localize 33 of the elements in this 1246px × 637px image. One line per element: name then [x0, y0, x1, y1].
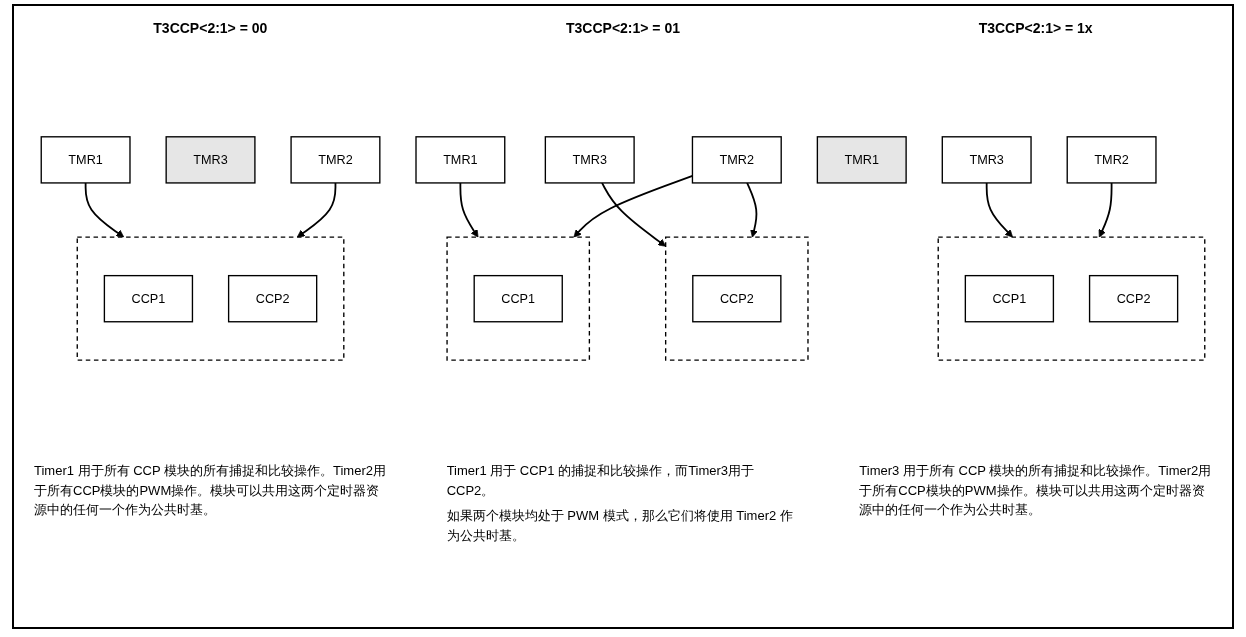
node-box: CCP2	[227, 274, 318, 323]
description-text: Timer1 用于所有 CCP 模块的所有捕捉和比较操作。Timer2用于所有CCP模块的PWM操作。模块可以共用这两个定时器资源中的任何一个作为公共时基。	[34, 462, 387, 519]
arrow	[84, 182, 125, 238]
panel-heading: T3CCP<2:1> = 01	[565, 20, 681, 36]
arrow	[459, 182, 479, 238]
node-box: CCP2	[1088, 274, 1179, 323]
description-text: 如果两个模块均处于 PWM 模式，那么它们将使用 Timer2 作为公共时基。	[446, 507, 794, 545]
description-text: Timer1 用于 CCP1 的捕捉和比较操作，而Timer3用于CCP2。	[446, 462, 756, 500]
arrow	[746, 182, 758, 238]
node-box: TMR1	[415, 136, 506, 184]
node-box: TMR1	[816, 136, 907, 184]
node-box: TMR2	[1066, 136, 1157, 184]
cluster	[76, 236, 345, 361]
node-box: TMR2	[290, 136, 381, 184]
cluster	[937, 236, 1206, 361]
node-box: TMR3	[544, 136, 635, 184]
node-box: TMR3	[941, 136, 1032, 184]
node-box: CCP1	[473, 274, 563, 323]
arrow	[296, 182, 337, 238]
panel-heading: T3CCP<2:1> = 1x	[977, 20, 1094, 36]
node-box: TMR3	[165, 136, 256, 184]
description-text: Timer3 用于所有 CCP 模块的所有捕捉和比较操作。Timer2用于所有CCP模块的PWM操作。模块可以共用这两个定时器资源中的任何一个作为公共时基。	[859, 462, 1212, 519]
node-box: TMR2	[691, 136, 782, 184]
node-box: CCP1	[964, 274, 1055, 323]
panel-heading: T3CCP<2:1> = 00	[152, 20, 269, 36]
cluster	[446, 236, 591, 361]
arrow	[985, 182, 1013, 238]
node-box: CCP2	[692, 274, 782, 323]
node-box: TMR1	[40, 136, 131, 184]
cluster	[665, 236, 809, 361]
arrow	[601, 182, 666, 247]
arrow	[1098, 182, 1113, 238]
node-box: CCP1	[103, 274, 194, 323]
